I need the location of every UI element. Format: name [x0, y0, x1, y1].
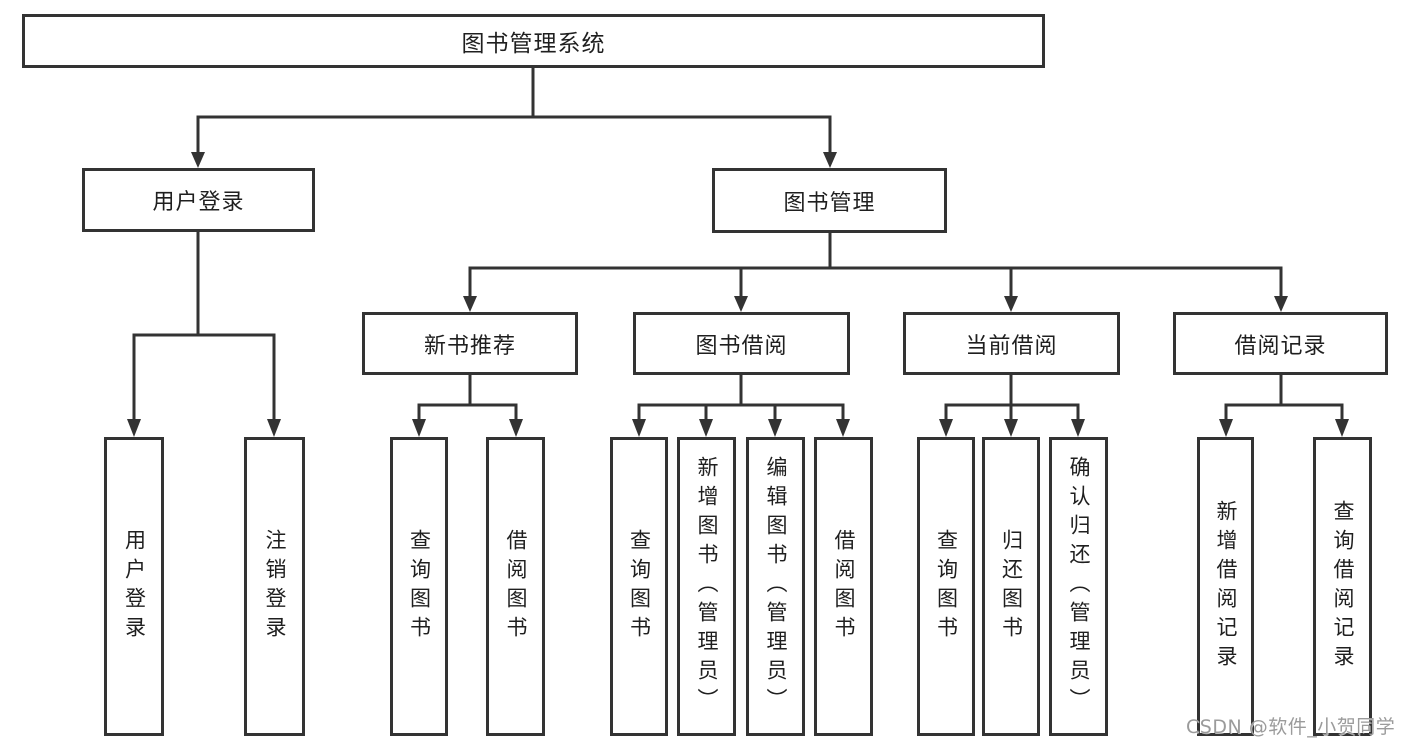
node-label: 查询图书 — [627, 528, 652, 645]
arrowhead — [463, 296, 477, 312]
arrowhead — [768, 419, 782, 437]
connector-borrow-subtree — [637, 375, 845, 423]
arrowhead — [509, 419, 523, 437]
arrowhead — [1274, 296, 1288, 312]
connector-current-subtree — [944, 375, 1080, 423]
connector-level1-rail — [196, 115, 832, 153]
arrowhead — [1071, 419, 1085, 437]
arrowhead — [127, 419, 141, 437]
node-label: 编辑图书（管理员） — [764, 456, 789, 717]
node-label: 当前借阅 — [965, 333, 1058, 359]
node-user-login: 用户登录 — [82, 168, 315, 232]
node-new-book-recommend: 新书推荐 — [362, 312, 578, 375]
node-label: 图书管理 — [783, 190, 876, 216]
leaf-recommend-query-books: 查询图书 — [390, 437, 448, 736]
leaf-logout: 注销登录 — [244, 437, 305, 736]
leaf-borrow-borrow-books: 借阅图书 — [814, 437, 873, 736]
node-label: 确认归还（管理员） — [1067, 456, 1092, 717]
arrowhead — [632, 419, 646, 437]
leaf-records-query-record: 查询借阅记录 — [1313, 437, 1372, 736]
arrowhead — [412, 419, 426, 437]
arrowhead — [1219, 419, 1233, 437]
arrowhead — [836, 419, 850, 437]
arrowhead — [191, 152, 205, 168]
leaf-current-confirm-return-admin: 确认归还（管理员） — [1049, 437, 1108, 736]
node-label: 新增图书（管理员） — [695, 456, 720, 717]
node-label: 注销登录 — [263, 528, 288, 645]
connector-recommend-subtree — [417, 375, 518, 423]
leaf-recommend-borrow-books: 借阅图书 — [486, 437, 545, 736]
arrowhead — [699, 419, 713, 437]
leaf-borrow-add-books-admin: 新增图书（管理员） — [677, 437, 736, 736]
node-label: 图书管理系统 — [461, 31, 606, 57]
node-book-management: 图书管理 — [712, 168, 947, 233]
csdn-watermark: CSDN @软件_小贺同学 — [1186, 716, 1396, 738]
arrowhead — [823, 152, 837, 168]
leaf-borrow-edit-books-admin: 编辑图书（管理员） — [746, 437, 805, 736]
node-label: 用户登录 — [152, 190, 245, 215]
node-current-borrowing: 当前借阅 — [903, 312, 1120, 375]
node-label: 归还图书 — [999, 528, 1024, 645]
connector-login-subtree — [132, 232, 276, 423]
node-label: 借阅记录 — [1234, 333, 1327, 359]
leaf-current-return-books: 归还图书 — [982, 437, 1040, 736]
connector-management-rail — [468, 233, 1283, 297]
node-book-borrowing: 图书借阅 — [633, 312, 850, 375]
arrowhead — [939, 419, 953, 437]
node-label: 查询图书 — [934, 528, 959, 645]
arrowhead — [1335, 419, 1349, 437]
node-label: 用户登录 — [122, 528, 147, 645]
leaf-borrow-query-books: 查询图书 — [610, 437, 668, 736]
node-label: 借阅图书 — [504, 528, 529, 645]
node-label: 查询图书 — [407, 528, 432, 645]
leaf-current-query-books: 查询图书 — [917, 437, 975, 736]
arrowhead — [734, 296, 748, 312]
connector-records-subtree — [1224, 375, 1344, 423]
node-borrowing-records: 借阅记录 — [1173, 312, 1388, 375]
node-label: 借阅图书 — [832, 528, 857, 645]
node-label: 图书借阅 — [695, 333, 788, 359]
node-label: 新增借阅记录 — [1214, 499, 1239, 674]
arrowhead — [1004, 296, 1018, 312]
node-library-system: 图书管理系统 — [22, 14, 1045, 68]
arrowhead — [1004, 419, 1018, 437]
leaf-records-add-record: 新增借阅记录 — [1197, 437, 1254, 736]
leaf-user-login: 用户登录 — [104, 437, 164, 736]
node-label: 新书推荐 — [423, 333, 516, 359]
node-label: 查询借阅记录 — [1331, 499, 1356, 674]
arrowhead — [267, 419, 281, 437]
